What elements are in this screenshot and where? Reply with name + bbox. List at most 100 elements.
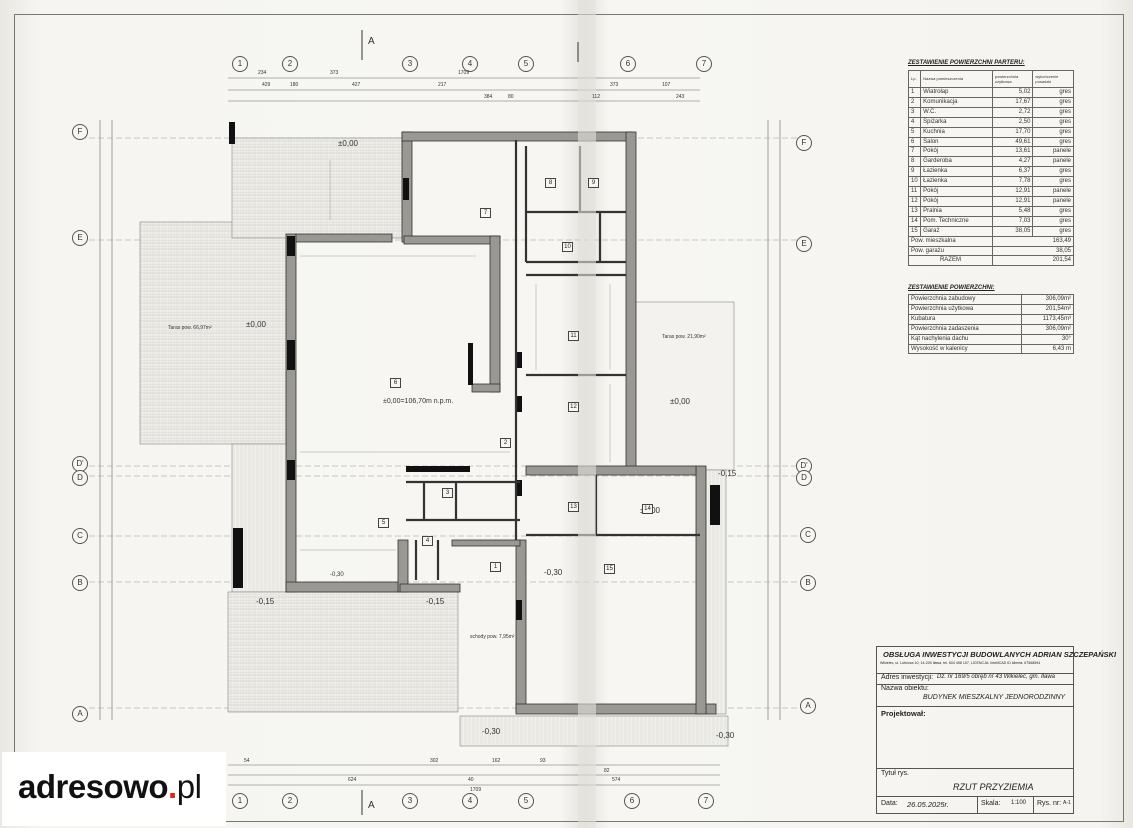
terrace-right <box>629 301 735 471</box>
dim-top-3: 1709 <box>458 70 470 76</box>
room-name: Kuchnia <box>920 126 993 138</box>
title-block-company-row: OBSŁUGA INWESTYCJI BUDOWLANYCH ADRIAN SZ… <box>877 647 1116 674</box>
surface-table-header-area: powierzchnia użytkowa <box>991 70 1034 88</box>
room-finish: gres <box>1032 87 1074 98</box>
scale-label: Skala: <box>981 800 1001 807</box>
room-lp: 2 <box>907 96 922 108</box>
drawing-no-value: A-1 <box>1063 800 1071 806</box>
room-name: W.C. <box>920 106 993 118</box>
level-minus030-b: -0,30 <box>716 731 735 740</box>
level-garage: -0,30 <box>544 568 563 577</box>
room-name: Pom. Techniczne <box>920 215 993 227</box>
surface-value: 30° <box>1021 333 1074 345</box>
summary-label-3: RAZEM <box>908 255 993 267</box>
dim-top-6: 427 <box>352 82 361 88</box>
room-lp: 8 <box>907 156 922 168</box>
room-finish: gres <box>1032 215 1074 227</box>
room-area: 5,48 <box>991 205 1034 217</box>
room-finish: gres <box>1032 116 1074 128</box>
room-lp: 7 <box>907 146 922 158</box>
surface-label: Kąt nachylenia dachu <box>907 333 1023 345</box>
terrace-left-area: Taras pow. 66,97m² <box>168 325 212 331</box>
grid-col-5-bottom: 5 <box>518 793 534 809</box>
room-number-3: 3 <box>442 488 453 498</box>
surface-label: Kubatura <box>907 313 1023 325</box>
dim-top-10: 112 <box>592 94 600 100</box>
surface-label: Wysokość w kalenicy <box>907 343 1023 355</box>
grid-row-B-right: B <box>800 575 816 591</box>
dim-bottom-5: 1709 <box>470 787 482 793</box>
grid-row-B-left: B <box>72 575 88 591</box>
dim-bottom-9: 40 <box>468 777 474 783</box>
company-name: OBSŁUGA INWESTYCJI BUDOWLANYCH ADRIAN SZ… <box>883 650 1117 659</box>
terrace-left <box>139 221 289 445</box>
page-fold <box>578 0 596 828</box>
drawing-title: RZUT PRZYZIEMIA <box>953 782 1034 792</box>
room-name: Salon <box>920 136 993 148</box>
room-lp: 13 <box>907 205 922 217</box>
dim-top-8: 384 <box>484 94 493 100</box>
drawing-no-label: Rys. nr: <box>1037 800 1062 807</box>
room-area: 5,02 <box>991 87 1034 98</box>
section-marker-top: A <box>368 36 375 47</box>
room-name: Pokój <box>920 146 993 158</box>
grid-col-4-top: 4 <box>462 56 478 72</box>
meta-divider-1 <box>977 796 978 813</box>
level-terrace-left: ±0,00 <box>246 320 266 329</box>
room-finish: gres <box>1032 205 1074 217</box>
surface-value: 306,09m² <box>1021 294 1074 305</box>
company-details: Wikielec, ul. Lotnicza 10, 14-200 Iława,… <box>880 661 1041 665</box>
logo-tld: pl <box>176 768 202 805</box>
grid-row-A-left: A <box>72 706 88 722</box>
scale-value: 1:100 <box>1011 800 1027 806</box>
surface-label: Powierzchnia zadaszenia <box>907 323 1023 335</box>
level-terrace-top: ±0,00 <box>338 139 358 148</box>
logo-dot: . <box>168 768 177 805</box>
room-number-11: 11 <box>568 331 579 341</box>
room-area: 2,72 <box>991 106 1034 118</box>
room-number-6: 6 <box>390 378 401 388</box>
title-block-drawing-row: Tytuł rys. RZUT PRZYZIEMIA <box>877 768 1073 797</box>
summary-value-1: 163,49 <box>991 235 1075 247</box>
room-finish: gres <box>1032 176 1074 188</box>
room-number-8: 8 <box>545 178 556 188</box>
room-name: Garderoba <box>920 156 993 168</box>
dim-top-5: 180 <box>290 82 299 88</box>
title-block: OBSŁUGA INWESTYCJI BUDOWLANYCH ADRIAN SZ… <box>876 646 1116 814</box>
title-block-designer-row: Projektował: <box>877 706 1073 769</box>
level-minus015-b: -0,15 <box>426 597 445 606</box>
dim-bottom-3: 162 <box>492 758 501 764</box>
room-name: Wiatrołap <box>920 87 993 98</box>
room-area: 7,78 <box>991 176 1034 188</box>
room-finish: panele <box>1032 195 1074 207</box>
grid-col-6-top: 6 <box>620 56 636 72</box>
room-name: Pralnia <box>920 205 993 217</box>
title-block-object-row: Nazwa obiektu: BUDYNEK MIESZKALNY JEDNOR… <box>877 684 1073 707</box>
room-finish: panele <box>1032 146 1074 158</box>
surface-table-header-finish: wykończenie posadzki <box>1032 70 1074 88</box>
room-lp: 10 <box>907 176 922 188</box>
dim-top-7: 217 <box>438 82 447 88</box>
surface-label: Powierzchnia użytkowa <box>907 303 1023 315</box>
dim-top-1: 234 <box>258 70 267 76</box>
grid-row-C-right: C <box>800 527 816 543</box>
grid-row-D-right: D <box>796 470 812 486</box>
room-finish: panele <box>1032 186 1074 197</box>
grid-row-C-left: C <box>72 528 88 544</box>
room-number-12: 12 <box>568 402 579 412</box>
room-finish: gres <box>1032 225 1074 237</box>
object-label: Nazwa obiektu: <box>881 685 929 692</box>
surface-value: 201,54m² <box>1021 303 1074 315</box>
room-lp: 14 <box>907 215 922 227</box>
grid-col-6-bottom: 6 <box>624 793 640 809</box>
room-number-14: 14 <box>642 504 653 514</box>
